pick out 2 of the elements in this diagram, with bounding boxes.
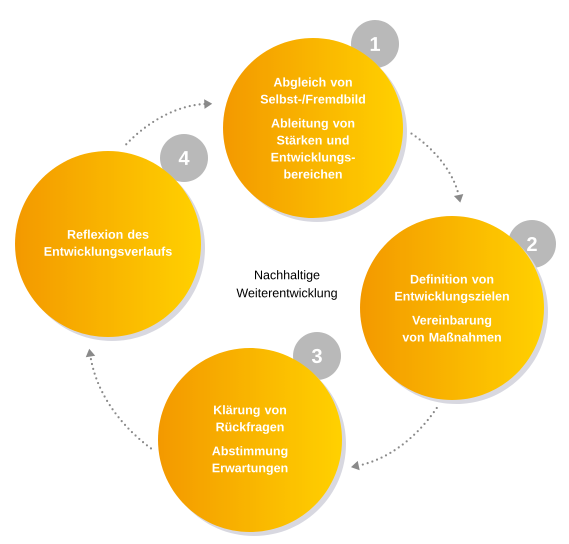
- number-badge: 4: [160, 134, 208, 182]
- center-label: Nachhaltige Weiterentwicklung: [236, 270, 337, 300]
